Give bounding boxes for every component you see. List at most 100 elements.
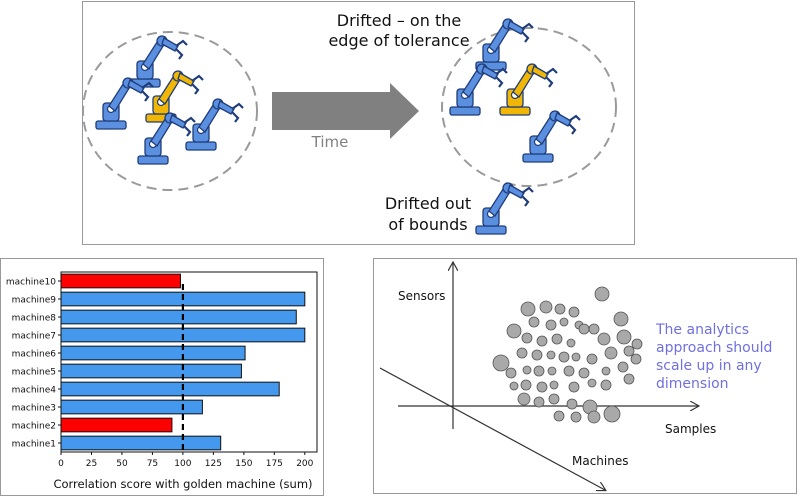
time-label: Time [311, 133, 349, 151]
x-tick-label: 175 [266, 459, 283, 469]
scatter-illustration: Sensors Samples Machines The analytics a… [379, 259, 772, 495]
sample-point [594, 286, 610, 302]
y-tick-label-machine8: machine8 [12, 314, 57, 324]
sample-point [631, 338, 643, 350]
sample-point [604, 346, 618, 360]
samples-axis-label: Samples [665, 422, 716, 436]
y-tick-label-machine7: machine7 [12, 332, 56, 342]
y-tick-label-machine6: machine6 [12, 350, 57, 360]
sensors-axis-label: Sensors [398, 289, 445, 303]
sample-point [623, 373, 635, 385]
x-tick-label: 150 [235, 459, 252, 469]
sample-point [563, 365, 575, 377]
x-tick-label: 75 [147, 459, 158, 469]
robot-arm-icon [474, 17, 535, 72]
sample-point [516, 347, 528, 359]
sample-point [571, 352, 581, 362]
y-tick-label-machine4: machine4 [12, 386, 57, 396]
sample-point [613, 311, 629, 327]
sample-point [623, 345, 635, 357]
sample-point [617, 361, 629, 373]
bar-machine3 [60, 399, 203, 415]
robot-arm-icon [498, 62, 559, 117]
x-tick-label: 125 [205, 459, 222, 469]
sample-point [533, 365, 545, 377]
time-arrow [272, 83, 419, 139]
sample-point [536, 381, 548, 393]
machines-axis [379, 367, 605, 490]
sample-point [600, 379, 612, 391]
sample-point [520, 301, 536, 317]
sample-point [597, 332, 611, 346]
bar-machine5 [60, 363, 242, 379]
sample-point [533, 396, 545, 408]
sample-point [545, 319, 557, 331]
bar-machine1 [60, 435, 222, 451]
y-tick-label-machine3: machine3 [12, 404, 56, 414]
sample-point [539, 300, 553, 314]
sample-point [587, 410, 601, 424]
note-line-3: scale up in any [656, 358, 762, 374]
sample-point [517, 392, 531, 406]
bar-machine4 [60, 381, 280, 397]
sample-point [570, 411, 582, 423]
sample-point [549, 380, 559, 390]
note-line-1: The analytics [655, 322, 749, 338]
sample-point [559, 317, 569, 327]
sample-point [531, 349, 543, 361]
machines-axis-label: Machines [572, 454, 628, 468]
robot-arm-icon [448, 62, 509, 117]
sample-point [603, 405, 621, 423]
x-tick-label: 100 [174, 459, 191, 469]
y-tick-label-machine1: machine1 [12, 440, 56, 450]
sample-point [616, 329, 632, 345]
x-tick-label: 50 [116, 459, 128, 469]
sample-point [578, 367, 590, 379]
cluster-boundary-left [83, 31, 258, 191]
bar-machine2 [60, 417, 173, 433]
drifted-out-label-line1: Drifted out [385, 194, 471, 213]
x-tick-label: 200 [296, 459, 313, 469]
chart-x-axis-label: Correlation score with golden machine (s… [53, 477, 312, 491]
drift-illustration: Drifted – on the edge of tolerance Time … [83, 11, 617, 236]
bar-machine6 [60, 345, 246, 361]
sample-point [506, 323, 522, 339]
drifted-edge-label-line2: edge of tolerance [328, 31, 469, 50]
sample-point [568, 306, 580, 318]
sample-point [546, 350, 556, 360]
sample-point [528, 316, 540, 328]
y-tick-label-machine10: machine10 [6, 278, 56, 288]
drifted-out-label-line2: of bounds [388, 215, 467, 234]
x-tick-label: 0 [58, 459, 64, 469]
cluster-boundary-right [441, 27, 617, 187]
robot-arm-icon [474, 181, 535, 236]
sample-point [558, 351, 570, 363]
sample-point [630, 353, 642, 365]
bar-machine10 [60, 273, 181, 289]
sample-point [601, 366, 611, 376]
sample-point [548, 393, 560, 405]
robot-arm-icon [521, 109, 582, 164]
sample-point [492, 354, 510, 372]
scatter-illustration-panel: Sensors Samples Machines The analytics a… [373, 258, 797, 494]
sample-point [566, 338, 576, 348]
note-line-4: dimension [656, 376, 729, 392]
sample-point [553, 410, 565, 422]
drift-illustration-panel: Drifted – on the edge of tolerance Time … [82, 1, 635, 245]
sample-point [509, 381, 519, 391]
sample-point [578, 323, 590, 335]
sample-point [551, 333, 563, 345]
sample-point [536, 335, 548, 347]
sample-point [547, 366, 557, 376]
sample-point [505, 367, 517, 379]
sample-point [522, 365, 532, 375]
sample-point [554, 303, 566, 315]
x-tick-label: 25 [86, 459, 97, 469]
sample-point [586, 353, 598, 365]
correlation-bar-chart: machine1machine2machine3machine4machine5… [6, 271, 318, 491]
plot-frame [60, 271, 318, 453]
sample-point [588, 323, 600, 335]
sample-points [492, 286, 643, 424]
sample-point [520, 379, 532, 391]
sample-point [587, 378, 597, 388]
